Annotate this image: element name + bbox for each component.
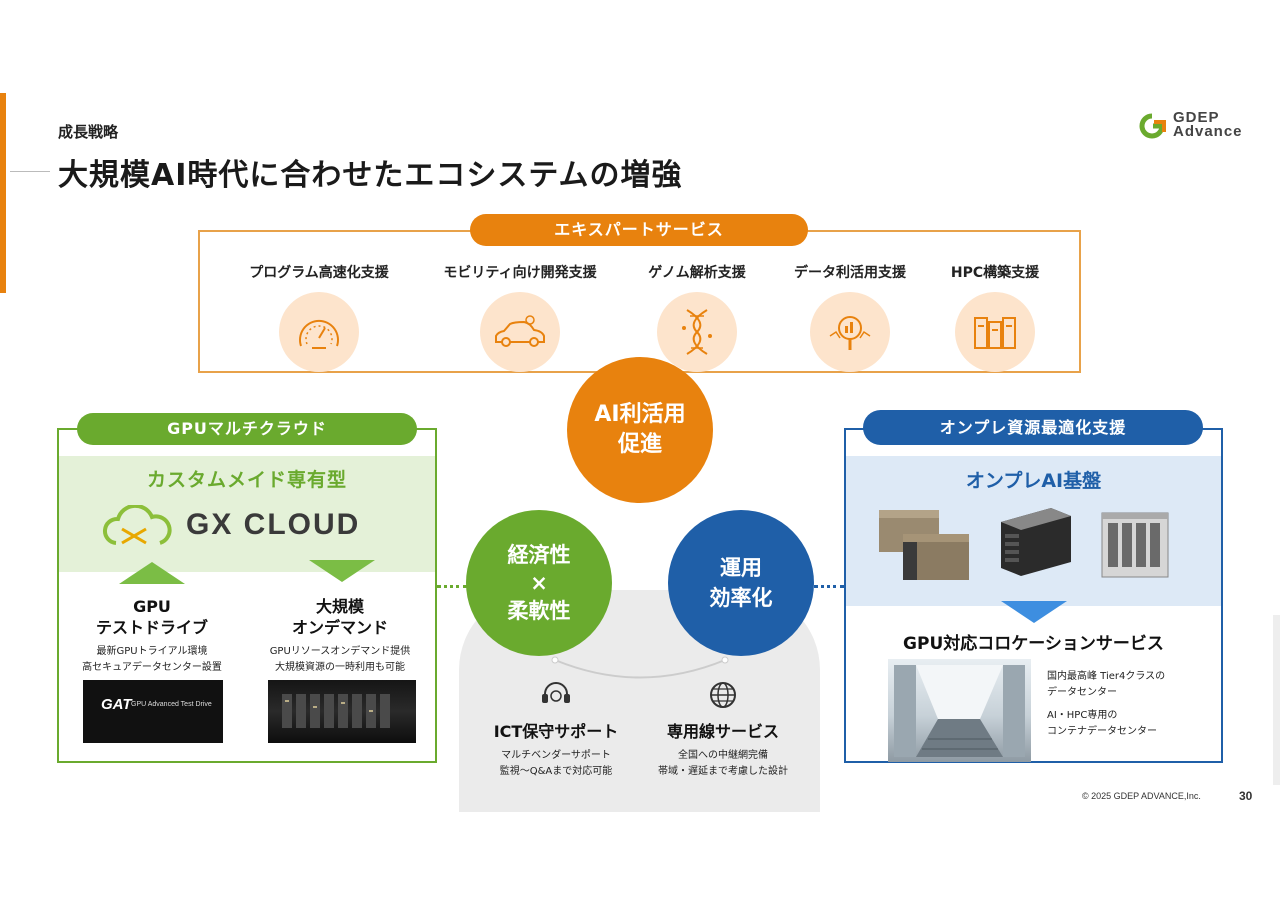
on-demand-desc: GPUリソースオンデマンド提供 大規模資源の一時利用も可能 <box>250 644 430 676</box>
large-on-demand: 大規模 オンデマンド GPUリソースオンデマンド提供 大規模資源の一時利用も可能 <box>250 596 430 676</box>
test-drive-desc2: 高セキュアデータセンター設置 <box>82 662 222 673</box>
globe-icon <box>638 680 808 714</box>
dedicated-line-desc1: 全国への中継網完備 <box>678 750 768 761</box>
service-label: HPC構築支援 <box>950 265 1040 281</box>
ict-support-desc: マルチベンダーサポート 監視～Q&Aまで対応可能 <box>471 748 641 780</box>
connector-arc <box>551 656 729 679</box>
service-label: モビリティ向け開発支援 <box>443 265 597 281</box>
ict-support-title: ICT保守サポート <box>493 722 619 741</box>
datacenter-point-2: AI・HPC専用の コンテナデータセンター <box>1047 708 1157 740</box>
gpu-multicloud-title: GPUマルチクラウド <box>77 413 417 445</box>
gat-logo-text: GAT <box>101 696 132 713</box>
gx-cloud-brand: GX CLOUD <box>186 508 361 541</box>
service-program-speedup: プログラム高速化支援 <box>229 262 409 372</box>
service-mobility: モビリティ向け開発支援 <box>430 262 610 372</box>
ict-support: ICT保守サポート マルチベンダーサポート 監視～Q&Aまで対応可能 <box>471 680 641 780</box>
workstation-hardware-image <box>873 500 973 588</box>
gpu-test-drive: GPU テストドライブ 最新GPUトライアル環境 高セキュアデータセンター設置 <box>62 596 242 676</box>
dedicated-line-title: 専用線サービス <box>666 722 779 741</box>
ops-circle-line1: 運用 <box>720 556 762 580</box>
datacenter-racks-image <box>268 680 416 743</box>
economy-flexibility-circle: 経済性 × 柔軟性 <box>466 510 612 656</box>
page-number: 30 <box>1239 789 1253 803</box>
test-drive-desc1: 最新GPUトライアル環境 <box>96 646 208 657</box>
logo-text: GDEP Advance <box>1173 109 1243 140</box>
server-icon <box>955 292 1035 372</box>
dedicated-line: 専用線サービス 全国への中継網完備 帯域・遅延まで考慮した設計 <box>638 680 808 780</box>
service-hpc: HPC構築支援 <box>905 262 1085 372</box>
section-label: 成長戦略 <box>58 123 119 141</box>
logo-line1: GDEP <box>1173 109 1220 126</box>
gx-cloud-logo-icon <box>102 503 174 553</box>
datacenter-photo <box>888 659 1031 762</box>
ai-circle-line2: 促進 <box>617 432 662 457</box>
operation-efficiency-circle: 運用 効率化 <box>668 510 814 656</box>
speedometer-icon <box>279 292 359 372</box>
title-rule <box>10 171 50 172</box>
on-demand-title1: 大規模 <box>315 597 364 616</box>
ict-support-desc2: 監視～Q&Aまで対応可能 <box>499 766 613 777</box>
gdep-logo-icon <box>1136 112 1168 144</box>
test-drive-desc: 最新GPUトライアル環境 高セキュアデータセンター設置 <box>62 644 242 676</box>
econ-circle-line2: × <box>530 571 548 595</box>
ict-support-desc1: マルチベンダーサポート <box>501 750 611 761</box>
gat-thumbnail: GAT GPU Advanced Test Drive <box>83 680 223 743</box>
accent-bar <box>0 93 6 293</box>
rack-server-image <box>995 500 1075 586</box>
expert-services-title: エキスパートサービス <box>470 214 808 246</box>
dedicated-line-desc: 全国への中継網完備 帯域・遅延まで考慮した設計 <box>638 748 808 780</box>
test-drive-title2: テストドライブ <box>95 618 208 637</box>
service-genome: ゲノム解析支援 <box>607 262 787 372</box>
gpu-server-image <box>1098 505 1174 585</box>
gat-subtitle: GPU Advanced Test Drive <box>131 701 212 708</box>
data-search-icon <box>810 292 890 372</box>
point2-line2: コンテナデータセンター <box>1047 726 1157 737</box>
service-label: データ利活用支援 <box>794 265 906 281</box>
ai-promotion-circle: AI利活用 促進 <box>567 357 713 503</box>
edge-decoration <box>1273 615 1280 785</box>
econ-circle-line1: 経済性 <box>507 543 571 567</box>
connector-left <box>437 585 467 588</box>
service-label: プログラム高速化支援 <box>249 265 389 281</box>
connector-right <box>814 585 844 588</box>
onprem-ai-label: オンプレAI基盤 <box>965 470 1102 492</box>
arrow-down-icon <box>309 560 375 582</box>
ops-circle-line2: 効率化 <box>709 586 773 610</box>
datacenter-point-1: 国内最高峰 Tier4クラスの データセンター <box>1047 669 1165 701</box>
colocation-title: GPU対応コロケーションサービス <box>903 634 1164 654</box>
dna-icon <box>657 292 737 372</box>
copyright: © 2025 GDEP ADVANCE,Inc. <box>1082 791 1201 801</box>
dedicated-line-desc2: 帯域・遅延まで考慮した設計 <box>658 766 788 777</box>
arrow-down-blue-icon <box>1001 601 1067 623</box>
logo-line2: Advance <box>1173 123 1243 140</box>
service-data-utilization: データ利活用支援 <box>760 262 940 372</box>
on-demand-title2: オンデマンド <box>291 618 388 637</box>
point1-line2: データセンター <box>1047 687 1117 698</box>
econ-circle-line3: 柔軟性 <box>507 599 571 623</box>
onprem-optimization-title: オンプレ資源最適化支援 <box>863 410 1203 445</box>
ai-circle-line1: AI利活用 <box>594 402 686 427</box>
car-icon <box>480 292 560 372</box>
test-drive-title1: GPU <box>133 597 171 616</box>
headset-icon <box>471 680 641 714</box>
on-demand-desc2: 大規模資源の一時利用も可能 <box>275 662 405 673</box>
page-title: 大規模AI時代に合わせたエコシステムの増強 <box>58 158 683 193</box>
arrow-up-icon <box>119 562 185 584</box>
on-demand-desc1: GPUリソースオンデマンド提供 <box>269 646 411 657</box>
point2-line1: AI・HPC専用の <box>1047 710 1118 721</box>
point1-line1: 国内最高峰 Tier4クラスの <box>1047 671 1166 682</box>
custom-made-label: カスタムメイド専有型 <box>146 469 347 491</box>
service-label: ゲノム解析支援 <box>648 265 746 281</box>
